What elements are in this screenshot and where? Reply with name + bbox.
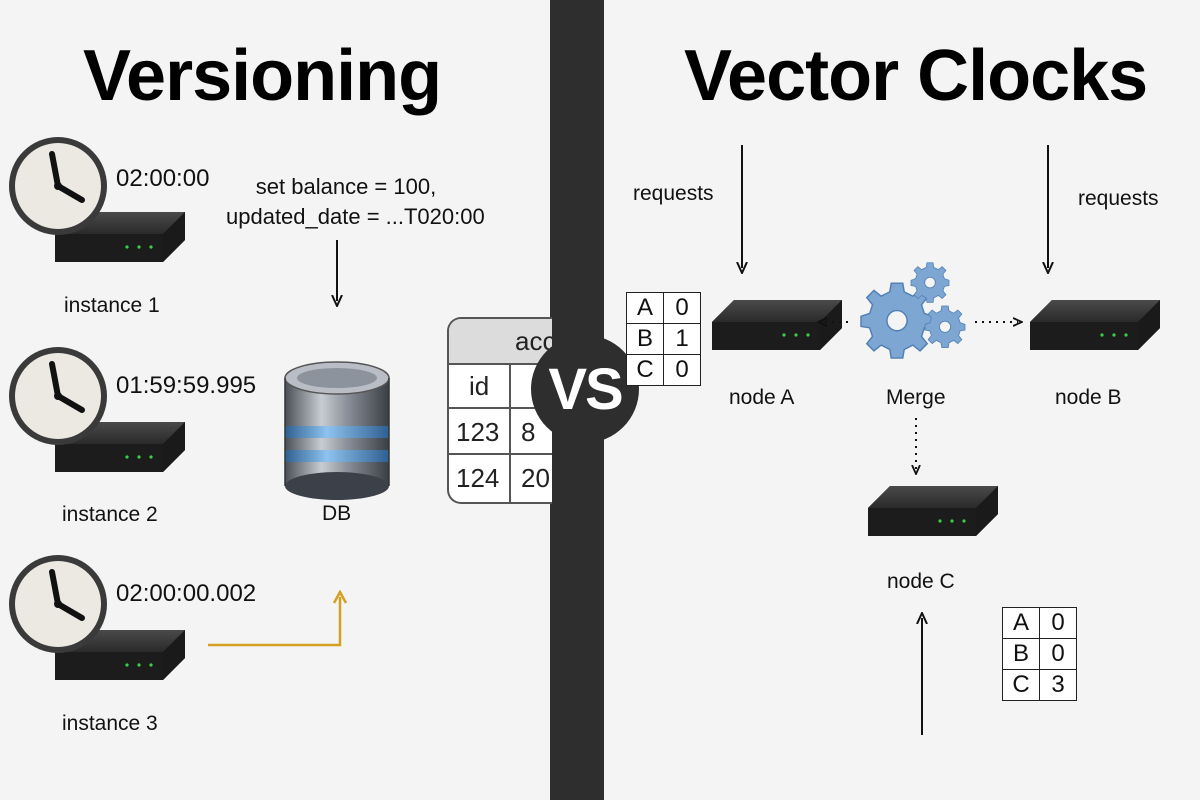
clock-value: 3 xyxy=(1039,669,1077,701)
query-text: set balance = 100, updated_date = ...T02… xyxy=(226,172,485,232)
instance-3-arrow xyxy=(208,597,340,647)
merge-gears-icon xyxy=(860,262,966,359)
versioning-title: Versioning xyxy=(83,36,442,116)
clock-value: 0 xyxy=(1039,607,1077,639)
instance-2-time: 01:59:59.995 xyxy=(116,372,257,399)
instance-3-time: 02:00:00.002 xyxy=(116,580,257,607)
node-a-server-icon xyxy=(712,300,842,350)
database-icon xyxy=(284,361,390,500)
account-table-cell: 8 xyxy=(521,417,536,447)
instance-1-time: 02:00:00 xyxy=(116,165,210,192)
clock-icon xyxy=(9,347,107,445)
query-line-2: updated_date = ...T020:00 xyxy=(226,204,485,229)
clock-value: 0 xyxy=(1039,638,1077,670)
query-line-1: set balance = 100, xyxy=(255,174,437,199)
requests-label-a: requests xyxy=(633,182,714,205)
clock-icon xyxy=(9,555,107,653)
clock-key: C xyxy=(626,354,664,386)
clock-value: 0 xyxy=(663,354,701,386)
requests-label-b: requests xyxy=(1078,187,1159,210)
node-a-label: node A xyxy=(729,386,795,409)
account-table-cell: 124 xyxy=(456,463,500,493)
vs-text: VS xyxy=(548,356,623,422)
clock-icon xyxy=(9,137,107,235)
node-c-server-icon xyxy=(868,486,998,536)
instance-2-graphic xyxy=(9,347,185,472)
instance-1-label: instance 1 xyxy=(64,294,160,317)
clock-key: B xyxy=(626,323,664,355)
account-table-header-id: id xyxy=(469,371,490,401)
clock-key: A xyxy=(626,292,664,324)
vs-badge: VS xyxy=(531,335,639,443)
clock-value: 0 xyxy=(663,292,701,324)
clock-key: B xyxy=(1002,638,1040,670)
clock-key: C xyxy=(1002,669,1040,701)
account-table-cell: 123 xyxy=(456,417,500,447)
node-c-label: node C xyxy=(887,570,955,593)
instance-3-graphic xyxy=(9,555,185,680)
node-b-label: node B xyxy=(1055,386,1122,409)
instance-3-label: instance 3 xyxy=(62,712,158,735)
db-label: DB xyxy=(322,502,352,525)
clock-key: A xyxy=(1002,607,1040,639)
merge-label: Merge xyxy=(886,386,946,409)
node-b-server-icon xyxy=(1030,300,1160,350)
vector-clocks-title: Vector Clocks xyxy=(684,36,1148,116)
account-table-cell: 20 xyxy=(521,463,550,493)
clock-value: 1 xyxy=(663,323,701,355)
instance-2-label: instance 2 xyxy=(62,503,158,526)
instance-1-graphic xyxy=(9,137,185,262)
